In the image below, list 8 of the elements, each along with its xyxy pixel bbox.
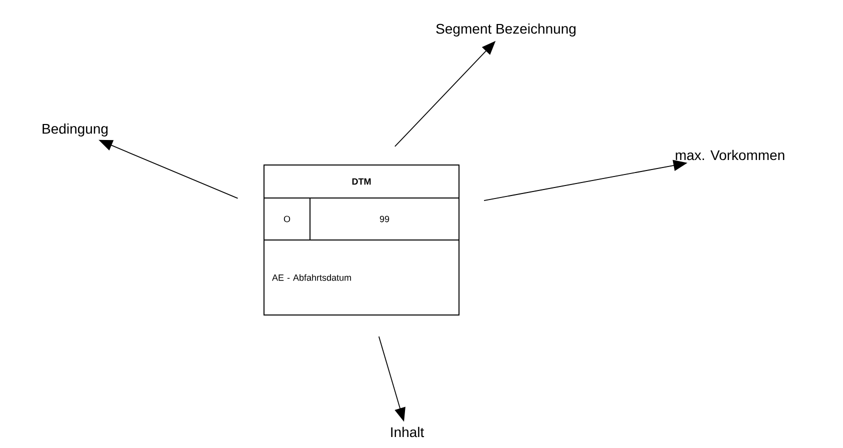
table-cell: O	[264, 198, 310, 240]
annotation-label: Bedingung	[42, 123, 108, 137]
annotation-label: Inhalt	[391, 426, 424, 438]
table-cell: AE - Abfahrtsdatum	[264, 240, 460, 316]
table-cell: DTM	[264, 164, 460, 198]
table-cell: 99	[310, 198, 460, 240]
annotation-label: Segment Bezeichnung	[436, 23, 576, 37]
annotation-label: max. Vorkommen	[676, 150, 784, 160]
